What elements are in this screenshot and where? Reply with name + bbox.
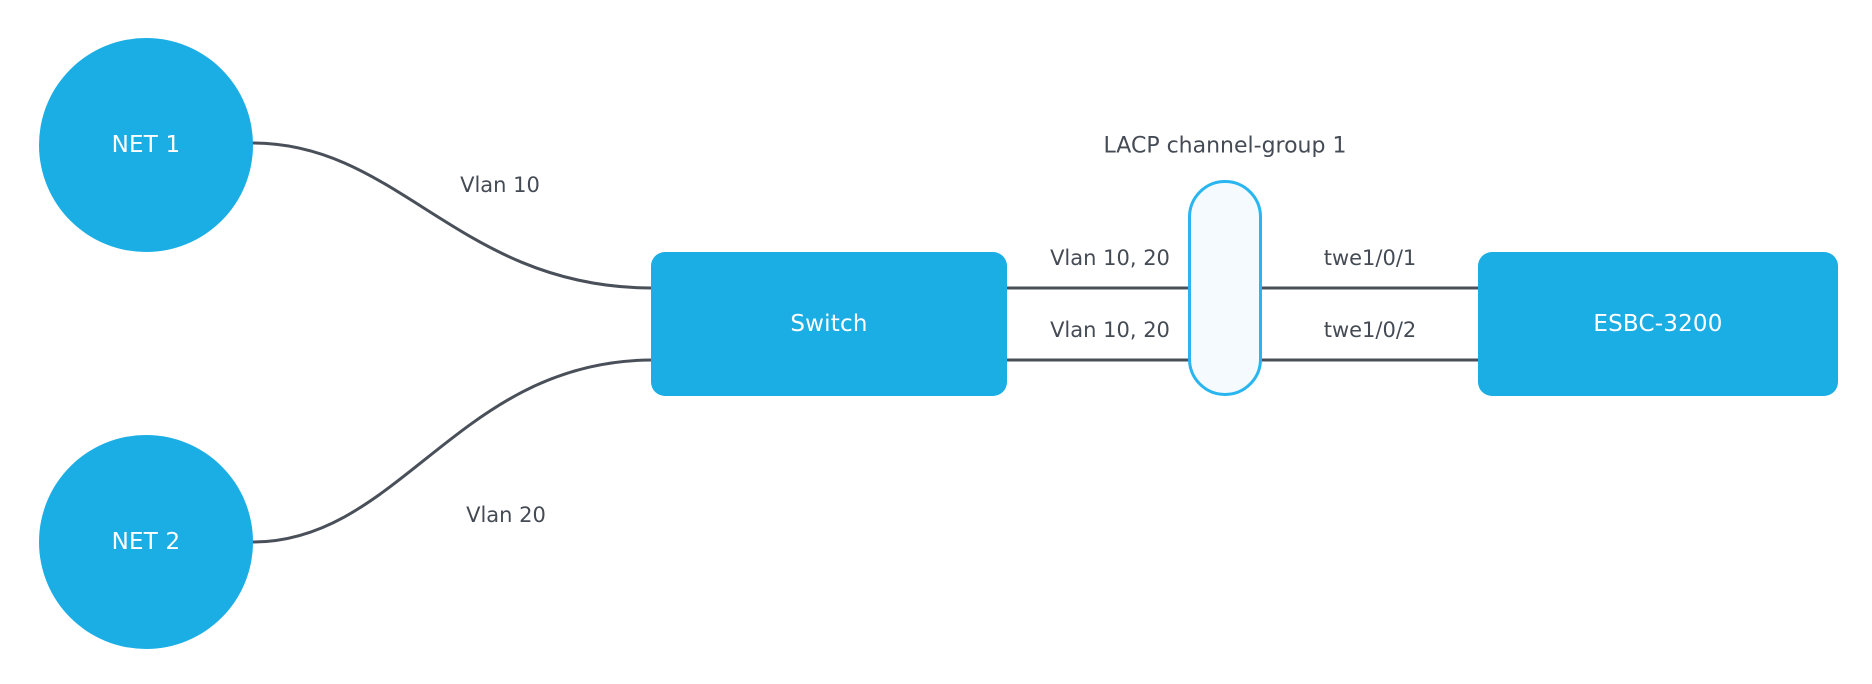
link-label-vlan-10-20-top: Vlan 10, 20 <box>1050 246 1170 270</box>
node-esbc-3200-label: ESBC-3200 <box>1593 311 1723 337</box>
node-esbc-3200[interactable]: ESBC-3200 <box>1478 252 1838 396</box>
node-net1-label: NET 1 <box>111 132 181 158</box>
lacp-group-label: LACP channel-group 1 <box>1103 133 1347 159</box>
link-label-vlan-10: Vlan 10 <box>460 173 540 197</box>
link-net2-switch <box>251 358 654 544</box>
link-net1-switch <box>251 141 654 290</box>
link-label-vlan-10-20-bottom: Vlan 10, 20 <box>1050 318 1170 342</box>
node-net2[interactable]: NET 2 <box>39 435 253 649</box>
node-net1[interactable]: NET 1 <box>39 38 253 252</box>
node-net2-label: NET 2 <box>111 529 181 555</box>
node-switch-label: Switch <box>790 311 868 337</box>
link-label-vlan-20: Vlan 20 <box>466 503 546 527</box>
node-switch[interactable]: Switch <box>651 252 1007 396</box>
port-label-twe1-0-2: twe1/0/2 <box>1323 318 1417 342</box>
lacp-channel-group-capsule[interactable] <box>1188 180 1262 396</box>
port-label-twe1-0-1: twe1/0/1 <box>1323 246 1417 270</box>
